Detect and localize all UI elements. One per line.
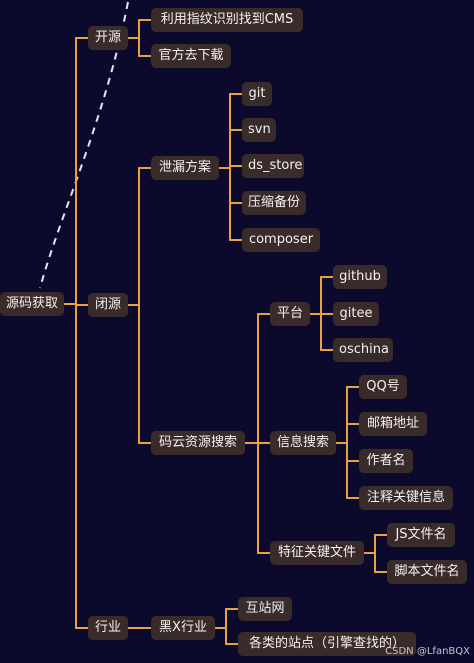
node-gitee-search[interactable]: 码云资源搜索 [151, 431, 245, 455]
connector-lines [63, 19, 388, 645]
node-official-download[interactable]: 官方去下载 [151, 44, 231, 68]
node-kaiyuan[interactable]: 开源 [88, 26, 128, 50]
node-info-search[interactable]: 信息搜索 [270, 431, 336, 455]
node-composer[interactable]: composer [242, 228, 320, 252]
node-email[interactable]: 邮箱地址 [359, 412, 427, 436]
node-author[interactable]: 作者名 [359, 449, 413, 473]
node-qq[interactable]: QQ号 [359, 375, 407, 399]
node-huzhanwang[interactable]: 互站网 [238, 597, 292, 621]
node-biyuan[interactable]: 闭源 [88, 293, 128, 317]
node-gitee[interactable]: gitee [333, 302, 379, 326]
node-fingerprint-cms[interactable]: 利用指纹识别找到CMS [151, 8, 303, 32]
node-root[interactable]: 源码获取 [0, 292, 64, 316]
node-github[interactable]: github [333, 265, 387, 289]
node-various-sites[interactable]: 各类的站点（引擎查找的） [238, 632, 416, 656]
node-leak-plan[interactable]: 泄漏方案 [151, 156, 219, 180]
node-oschina[interactable]: oschina [333, 338, 393, 362]
node-git[interactable]: git [242, 82, 272, 106]
node-svn[interactable]: svn [242, 118, 276, 142]
node-js-filename[interactable]: JS文件名 [387, 523, 455, 547]
node-script-filename[interactable]: 脚本文件名 [387, 560, 467, 584]
node-black-industry[interactable]: 黑X行业 [151, 616, 215, 640]
node-platform[interactable]: 平台 [270, 302, 310, 326]
node-archive-backup[interactable]: 压缩备份 [242, 191, 306, 215]
node-feature-files[interactable]: 特征关键文件 [270, 541, 364, 565]
node-industry[interactable]: 行业 [88, 616, 128, 640]
node-ds-store[interactable]: ds_store [242, 154, 304, 178]
watermark-text: CSDN @LfanBQX [385, 646, 470, 657]
node-comment-info[interactable]: 注释关键信息 [359, 486, 453, 510]
